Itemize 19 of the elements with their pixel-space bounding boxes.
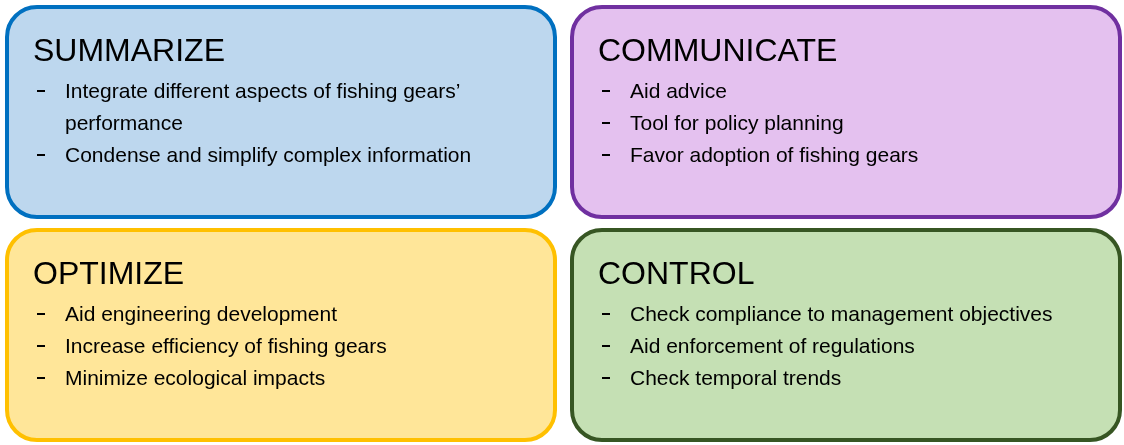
bullet-text: Aid advice: [630, 78, 727, 104]
bullet-text: Integrate different aspects of fishing gears’ performance: [65, 78, 461, 136]
bullet-text: Favor adoption of fishing gears: [630, 142, 919, 168]
bullet-text: Increase efficiency of fishing gears: [65, 333, 387, 359]
category-box: [570, 228, 1122, 442]
category-box: [570, 5, 1122, 219]
category-box: [5, 228, 557, 442]
bullet-text: Check compliance to management objectives: [630, 301, 1053, 327]
bullet-text: Tool for policy planning: [630, 110, 844, 136]
box-heading: CONTROL: [598, 254, 756, 292]
bullet-text: Aid enforcement of regulations: [630, 333, 915, 359]
bullet-text: Minimize ecological impacts: [65, 365, 326, 391]
category-box: [5, 5, 557, 219]
box-heading: SUMMARIZE: [33, 31, 226, 69]
box-heading: OPTIMIZE: [33, 254, 186, 292]
bullet-text: Check temporal trends: [630, 365, 842, 391]
bullet-text: Aid engineering development: [65, 301, 338, 327]
box-heading: COMMUNICATE: [598, 31, 839, 69]
bullet-text: Condense and simplify complex information: [65, 142, 472, 168]
